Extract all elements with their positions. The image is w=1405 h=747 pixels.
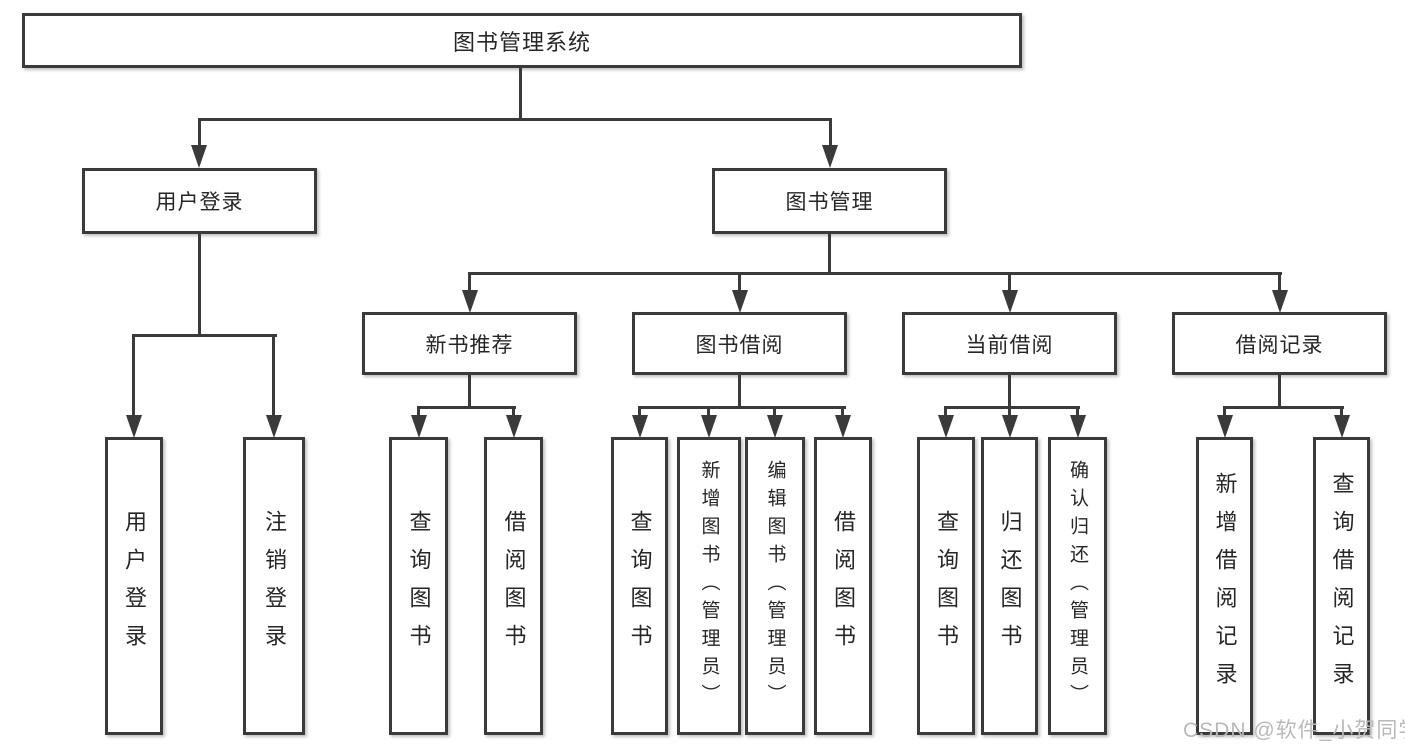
node-leaf-add-borrow-record: 新增借阅记录 [1196, 437, 1253, 735]
node-book-borrow: 图书借阅 [632, 312, 847, 375]
connector-currentborrow-drop2 [1008, 406, 1011, 419]
connector-root-drop-right [829, 118, 832, 146]
connector-root-drop-left [198, 118, 201, 146]
connector-bookborrow-vline [738, 375, 741, 408]
arrow-down-icon [1070, 415, 1086, 438]
connector-userlogin-drop2 [272, 334, 275, 418]
node-root: 图书管理系统 [22, 13, 1022, 68]
node-label: 借阅图书 [501, 510, 527, 662]
arrow-down-icon [632, 415, 648, 438]
node-leaf-edit-book-admin: 编辑图书（管理员） [745, 437, 805, 735]
arrow-down-icon [767, 415, 783, 438]
node-label: 借阅图书 [831, 510, 856, 662]
arrow-down-icon [1002, 290, 1018, 313]
arrow-down-icon [126, 415, 142, 438]
connector-newbook-drop1 [417, 406, 420, 419]
connector-bookmgmt-drop3 [1008, 272, 1011, 294]
node-user-login: 用户登录 [82, 168, 317, 234]
node-book-management: 图书管理 [712, 168, 947, 234]
connector-userlogin-vline [198, 234, 201, 337]
connector-bookborrow-drop4 [841, 406, 844, 419]
node-label: 查询图书 [934, 510, 959, 662]
connector-currentborrow-vline [1008, 375, 1011, 408]
watermark: CSDN @软件_小贺同学 [1183, 719, 1405, 742]
connector-newbook-hline [417, 406, 516, 409]
arrow-down-icon [732, 290, 748, 313]
node-label: 新增借阅记录 [1212, 472, 1238, 700]
node-borrow-records: 借阅记录 [1172, 312, 1387, 375]
arrow-down-icon [835, 415, 851, 438]
connector-currentborrow-drop3 [1076, 406, 1079, 419]
node-label: 注销登录 [262, 510, 287, 662]
arrow-down-icon [462, 290, 478, 313]
node-label: 查询借阅记录 [1329, 472, 1355, 700]
node-leaf-user-login: 用户登录 [105, 437, 163, 735]
node-leaf-return-book: 归还图书 [981, 437, 1038, 735]
node-leaf-query-book-1: 查询图书 [389, 437, 448, 735]
connector-bookborrow-drop1 [638, 406, 641, 419]
node-leaf-borrow-book-2: 借阅图书 [814, 437, 872, 735]
connector-records-drop1 [1223, 406, 1226, 419]
arrow-down-icon [1272, 290, 1288, 313]
arrow-down-icon [1002, 415, 1018, 438]
arrow-down-icon [938, 415, 954, 438]
arrow-down-icon [1334, 415, 1350, 438]
node-leaf-logout: 注销登录 [243, 437, 305, 735]
arrow-down-icon [1217, 415, 1233, 438]
connector-currentborrow-hline [944, 406, 1080, 409]
connector-userlogin-drop1 [132, 334, 135, 418]
node-leaf-add-book-admin: 新增图书（管理员） [677, 437, 741, 735]
node-label: 用户登录 [122, 510, 147, 662]
connector-bookborrow-hline [638, 406, 846, 409]
node-label: 新增图书（管理员） [698, 460, 720, 712]
arrow-down-icon [411, 415, 427, 438]
node-label: 编辑图书（管理员） [764, 460, 786, 712]
node-leaf-query-borrow-record: 查询借阅记录 [1313, 437, 1370, 735]
arrow-down-icon [506, 415, 522, 438]
connector-userlogin-hline [132, 334, 277, 337]
connector-bookborrow-drop2 [707, 406, 710, 419]
node-leaf-borrow-book-1: 借阅图书 [484, 437, 543, 735]
node-leaf-query-book-3: 查询图书 [917, 437, 975, 735]
node-label: 确认归还（管理员） [1067, 460, 1088, 712]
connector-bookmgmt-drop2 [738, 272, 741, 294]
connector-records-vline [1278, 375, 1281, 408]
connector-currentborrow-drop1 [944, 406, 947, 419]
node-leaf-confirm-return-admin: 确认归还（管理员） [1048, 437, 1107, 735]
node-label: 查询图书 [627, 510, 653, 662]
connector-records-hline [1223, 406, 1344, 409]
connector-bookmgmt-drop4 [1278, 272, 1281, 294]
connector-newbook-drop2 [512, 406, 515, 419]
node-label: 查询图书 [406, 510, 432, 662]
connector-bookmgmt-vline [828, 234, 831, 275]
connector-bookborrow-drop3 [773, 406, 776, 419]
node-leaf-query-book-2: 查询图书 [611, 437, 668, 735]
node-new-book-recommend: 新书推荐 [362, 312, 577, 375]
connector-bookmgmt-hline [468, 272, 1282, 275]
connector-root-vline [519, 68, 522, 121]
node-current-borrow: 当前借阅 [902, 312, 1117, 375]
connector-records-drop2 [1340, 406, 1343, 419]
arrow-down-icon [191, 145, 207, 168]
connector-root-hline [198, 118, 832, 121]
node-label: 归还图书 [997, 510, 1023, 662]
connector-bookmgmt-drop1 [468, 272, 471, 294]
arrow-down-icon [266, 415, 282, 438]
arrow-down-icon [701, 415, 717, 438]
connector-newbook-vline [468, 375, 471, 408]
arrow-down-icon [822, 145, 838, 168]
